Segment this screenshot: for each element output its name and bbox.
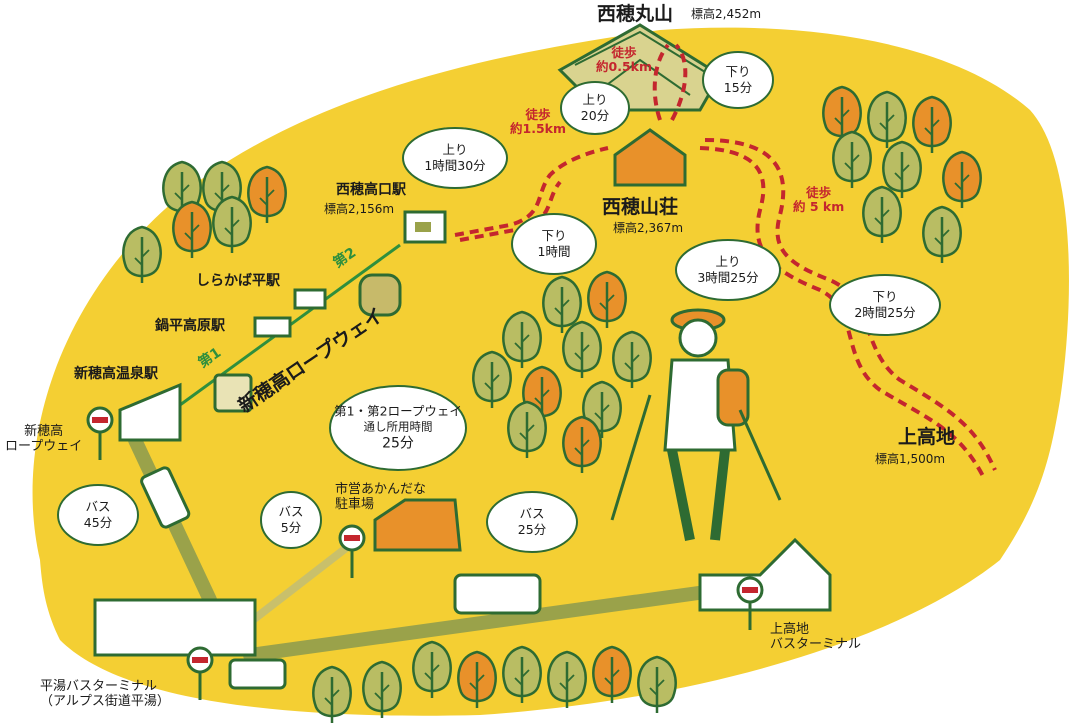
bubble-sanso-up-l1: 上り	[442, 141, 468, 157]
bubble-summit-up-l1: 上り	[582, 91, 608, 107]
bubble-bus5: バス 5分	[278, 504, 303, 537]
bubble-summit-down-l2: 15分	[723, 80, 753, 95]
walk-sanso: 徒歩 約1.5km	[510, 107, 566, 137]
bubble-bus25-l2: 25分	[517, 522, 547, 537]
bubble-bus25-l1: バス	[519, 505, 545, 521]
bubble-sanso-down: 下り 1時間	[538, 228, 571, 261]
bubble-summit-up-l2: 20分	[580, 108, 610, 123]
bubble-shapes	[57, 51, 941, 553]
walk-kamikochi-l1: 徒歩	[806, 185, 832, 200]
shinhotaka-onsen-station: 新穂高温泉駅	[74, 366, 158, 382]
bubble-sanso-up: 上り 1時間30分	[424, 142, 485, 175]
shirakaba-station: しらかば平駅	[196, 273, 280, 289]
stop-kamikochi-terminal-l2: バスターミナル	[770, 636, 862, 652]
summit-name: 西穂丸山	[597, 3, 674, 25]
stop-shinhotaka: 新穂高 ロープウェイ	[5, 424, 83, 455]
kogen-station-altitude: 標高2,156m	[324, 202, 395, 216]
bubble-ropeway-time-l2: 通し所用時間	[363, 419, 433, 434]
walk-sanso-l1: 徒歩	[525, 107, 551, 122]
stop-hirayu-l1: 平湯バスターミナル	[40, 679, 158, 694]
bubble-kamikochi-down-l2: 2時間25分	[854, 305, 916, 320]
bubble-bus5-l1: バス	[278, 503, 304, 519]
summit-altitude: 標高2,452m	[691, 7, 762, 21]
bubble-bus45-l1: バス	[85, 498, 111, 514]
walk-summit: 徒歩 約0.5km	[596, 45, 652, 75]
sanso-altitude: 標高2,367m	[613, 221, 684, 235]
hiking-routes	[454, 43, 997, 481]
bubble-bus45: バス 45分	[84, 499, 112, 532]
bubble-ropeway-time-l3: 25分	[382, 435, 414, 452]
walk-kamikochi-l2: 約 5 km	[793, 199, 845, 215]
buses	[140, 466, 542, 690]
nabedaira-station: 鍋平高原駅	[155, 318, 225, 334]
bubble-kamikochi-up-l2: 3時間25分	[697, 270, 759, 285]
bubble-summit-down: 下り 15分	[724, 64, 752, 97]
hiker-illustration	[610, 308, 782, 541]
bubble-summit-down-l1: 下り	[725, 63, 751, 79]
bubble-bus5-l2: 5分	[280, 520, 302, 535]
bubble-bus45-l2: 45分	[83, 515, 113, 530]
bus-stop-signs	[86, 406, 764, 700]
kamikochi-name: 上高地	[898, 426, 956, 448]
bubble-ropeway-time-l1: 第1・第2ロープウェイ	[334, 403, 462, 419]
bubble-kamikochi-down-l1: 下り	[872, 288, 898, 304]
sanso-name: 西穂山荘	[602, 196, 679, 218]
walk-summit-l2: 約0.5km	[596, 59, 652, 75]
bubble-ropeway-time: 第1・第2ロープウェイ 通し所用時間 25分	[334, 403, 462, 452]
bubble-kamikochi-down: 下り 2時間25分	[854, 289, 915, 322]
stop-kamikochi-terminal-l1: 上高地	[770, 622, 810, 637]
walk-sanso-l2: 約1.5km	[510, 121, 566, 137]
stop-akandana: 市営あかんだな 駐車場	[335, 482, 427, 513]
stop-akandana-l1: 市営あかんだな	[335, 482, 427, 497]
stop-kamikochi-terminal: 上高地 バスターミナル	[770, 622, 862, 653]
stop-hirayu: 平湯バスターミナル （アルプス街道平湯）	[40, 679, 170, 710]
kogen-station-name: 西穂高口駅	[336, 182, 406, 198]
bubble-summit-up: 上り 20分	[581, 92, 609, 125]
stop-shinhotaka-l1: 新穂高	[24, 424, 64, 439]
stop-shinhotaka-l2: ロープウェイ	[5, 438, 83, 454]
kamikochi-altitude: 標高1,500m	[875, 452, 946, 466]
walk-kamikochi: 徒歩 約 5 km	[793, 185, 845, 215]
bubble-sanso-down-l2: 1時間	[537, 244, 571, 259]
bubble-sanso-down-l1: 下り	[541, 227, 567, 243]
stop-hirayu-l2: （アルプス街道平湯）	[40, 693, 170, 709]
bubble-kamikochi-up-l1: 上り	[715, 253, 741, 269]
bubble-bus25: バス 25分	[518, 506, 546, 539]
bubble-sanso-up-l2: 1時間30分	[424, 158, 486, 173]
buildings	[93, 128, 832, 657]
walk-summit-l1: 徒歩	[611, 45, 637, 60]
bubble-kamikochi-up: 上り 3時間25分	[697, 254, 758, 287]
stop-akandana-l2: 駐車場	[335, 496, 375, 512]
